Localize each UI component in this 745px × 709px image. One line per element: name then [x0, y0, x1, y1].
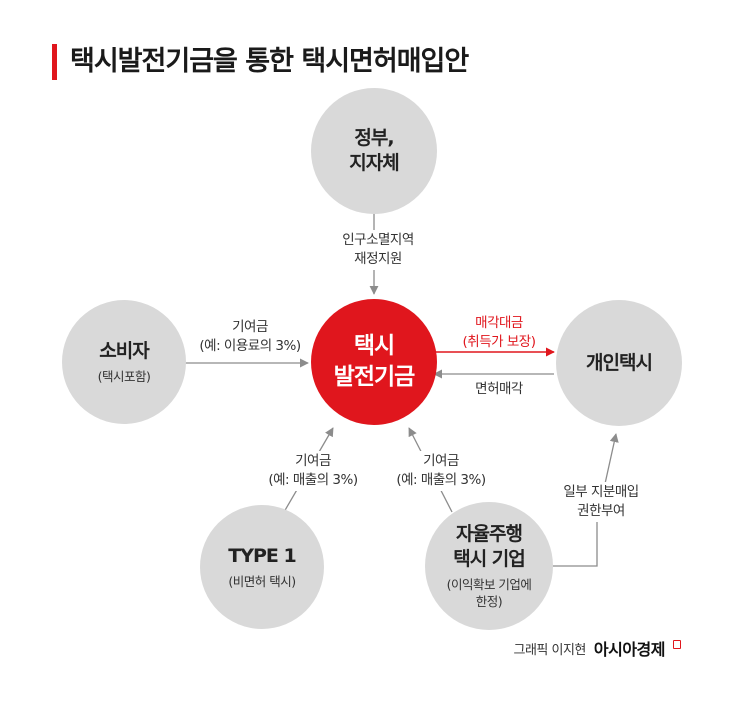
- flow-label-autonomous: 기여금 (예: 매출의 3%): [380, 451, 502, 491]
- node-individual-taxi-label: 개인택시: [586, 351, 653, 374]
- node-government: 정부, 지자체: [311, 88, 437, 214]
- node-consumer: 소비자 (택시포함): [62, 300, 186, 424]
- node-type1-label: TYPE 1: [228, 545, 296, 567]
- node-consumer-sub: (택시포함): [97, 369, 151, 384]
- flow-label-consumer: 기여금 (예: 이용료의 3%): [188, 317, 312, 357]
- node-taxi-fund: 택시 발전기금: [311, 299, 437, 425]
- title-accent-bar: [52, 44, 57, 80]
- flow-label-equity: 일부 지분매입 권한부여: [548, 482, 654, 522]
- graphic-credit: 그래픽 이지현 아시아경제: [513, 636, 681, 660]
- brand-mark-icon: [673, 639, 681, 649]
- node-type1-sub: (비면허 택시): [228, 574, 296, 589]
- node-individual-taxi: 개인택시: [556, 300, 682, 426]
- node-autonomous-taxi-label: 자율주행 택시 기업: [453, 523, 526, 570]
- node-autonomous-taxi-sub: (이익확보 기업에 한정): [446, 577, 532, 609]
- arrow-autonomous-to-individual: [549, 433, 619, 567]
- node-consumer-label: 소비자: [99, 340, 149, 362]
- brand-logo: 아시아경제: [593, 640, 666, 659]
- flow-label-sale-price: 매각대금 (취득가 보장): [462, 315, 536, 350]
- flow-label-type1: 기여금 (예: 매출의 3%): [252, 451, 374, 491]
- node-government-label: 정부, 지자체: [349, 127, 399, 174]
- node-type1: TYPE 1 (비면허 택시): [200, 505, 324, 629]
- credit-byline: 그래픽 이지현: [513, 642, 586, 658]
- node-autonomous-taxi: 자율주행 택시 기업 (이익확보 기업에 한정): [425, 502, 553, 630]
- node-taxi-fund-label: 택시 발전기금: [333, 333, 416, 390]
- flow-label-gov: 인구소멸지역 재정지원: [326, 230, 430, 270]
- page-title: 택시발전기금을 통한 택시면허매입안: [70, 46, 469, 77]
- flow-label-license-sale: 면허매각: [475, 381, 523, 397]
